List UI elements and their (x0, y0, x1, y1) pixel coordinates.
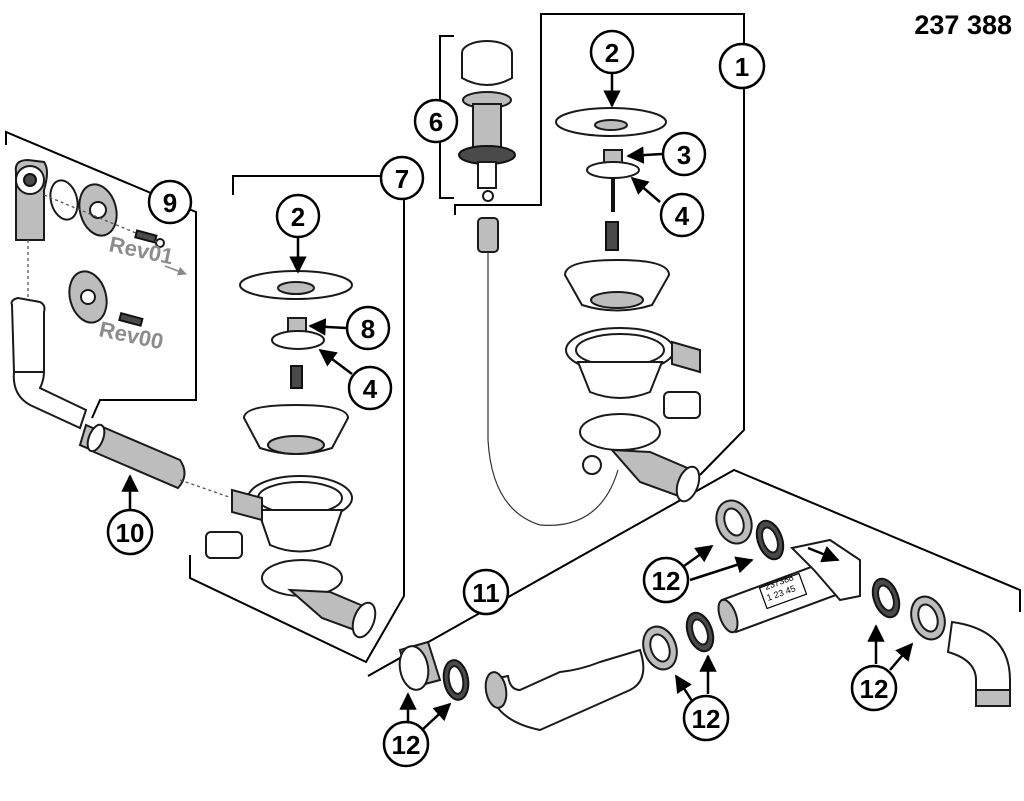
callout-12-left-label: 12 (392, 730, 421, 760)
callout-4-left: 4 (347, 365, 393, 411)
right-strainer-assembly (555, 107, 701, 503)
callout-3: 3 (661, 131, 707, 177)
callout-2-right: 2 (589, 29, 635, 75)
callout-10-label: 10 (116, 518, 145, 548)
group-11-bracket (367, 468, 1021, 677)
callout-9-label: 9 (163, 188, 177, 218)
callout-12-top-label: 12 (652, 566, 681, 596)
rev00-label: Rev00 (97, 316, 166, 354)
product-code: 237 388 (914, 10, 1012, 40)
cable (477, 217, 619, 526)
callout-8: 8 (345, 305, 391, 351)
callout-6: 6 (413, 98, 459, 144)
callout-12-right: 12 (850, 664, 898, 712)
pointer-lines (121, 72, 914, 731)
group-7-bracket (189, 175, 405, 664)
rev01-label: Rev01 (107, 231, 176, 269)
connector-tube (86, 423, 186, 490)
callout-2-left: 2 (275, 193, 321, 239)
group-1-bracket (454, 13, 745, 476)
callout-10: 10 (106, 508, 154, 556)
callout-2-right-label: 2 (605, 38, 619, 68)
callout-6-label: 6 (429, 107, 443, 137)
pipework-assembly: 237388 1 23 45 (398, 499, 1011, 732)
callout-11: 11 (462, 568, 510, 616)
callout-11-label: 11 (472, 578, 500, 608)
callout-2-left-label: 2 (291, 202, 305, 232)
callout-9: 9 (147, 179, 193, 225)
callout-7: 7 (379, 155, 425, 201)
callout-3-label: 3 (677, 140, 691, 170)
callout-1-label: 1 (735, 52, 749, 82)
left-strainer-assembly (205, 270, 377, 639)
callout-1: 1 (718, 42, 766, 90)
callout-12-top: 12 (642, 556, 690, 604)
callout-4-right-label: 4 (675, 201, 690, 231)
callout-7-label: 7 (395, 164, 409, 194)
callout-12-left: 12 (382, 720, 430, 768)
callout-4-right: 4 (659, 192, 705, 238)
callout-12-middle-label: 12 (692, 704, 721, 734)
group-9-bracket (5, 130, 197, 419)
callout-4-left-label: 4 (363, 374, 378, 404)
popup-knob-assembly (458, 40, 516, 202)
callout-12-middle: 12 (682, 694, 730, 742)
callout-8-label: 8 (361, 314, 375, 344)
callout-12-right-label: 12 (860, 674, 889, 704)
